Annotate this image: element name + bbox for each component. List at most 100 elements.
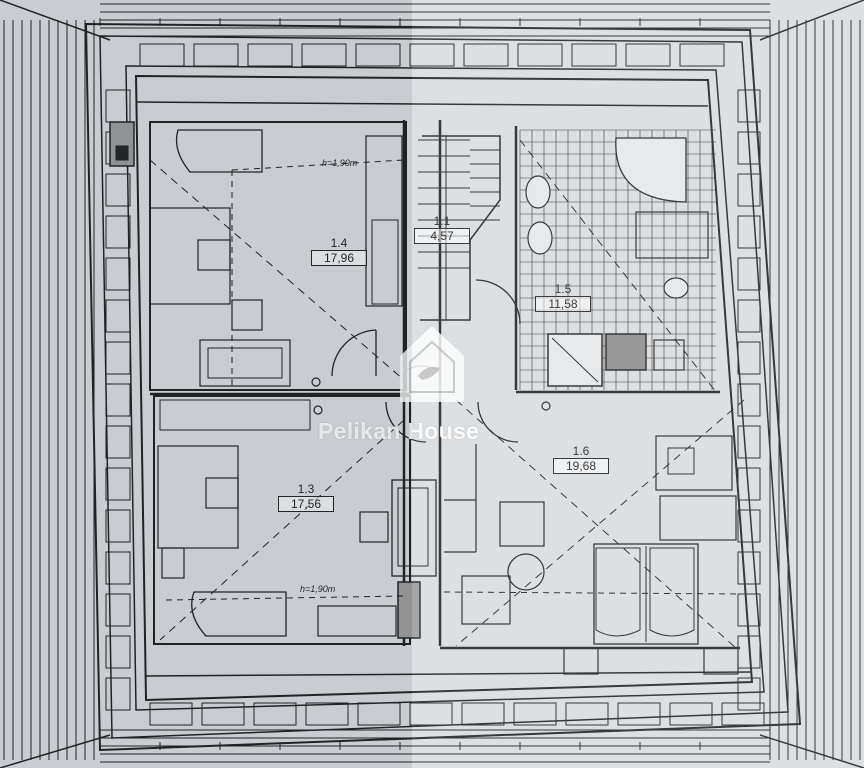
rafter-block	[105, 425, 131, 459]
rafter-block	[201, 702, 245, 726]
rafter-block	[105, 383, 131, 417]
watermark-brand: Pelikan House	[318, 418, 480, 444]
desk-icon	[317, 605, 397, 637]
toilet-icon	[663, 277, 689, 299]
slope-line	[165, 595, 405, 601]
rafter-block	[105, 257, 131, 291]
sink-icon	[527, 221, 553, 255]
bathtub-icon	[175, 129, 263, 173]
room-number: 1.3	[297, 482, 315, 496]
rafter-block	[105, 635, 131, 669]
rafter-block	[737, 89, 761, 123]
rafter-block	[409, 702, 453, 726]
rafter-block	[721, 702, 765, 726]
armchair-icon	[461, 575, 511, 625]
room-area: 19,68	[553, 458, 609, 474]
rafter-block	[737, 341, 761, 375]
ottoman-icon	[359, 511, 389, 543]
nightstand-icon	[563, 647, 599, 675]
sink-icon	[525, 175, 551, 209]
room-1-1-label: 1.1 4,57	[414, 214, 470, 244]
room-area: 17,96	[311, 250, 367, 266]
sofa-seat-icon	[397, 487, 429, 567]
rafter-block	[105, 509, 131, 543]
pillow-icon	[595, 547, 641, 637]
room-1-5-label: 1.5 11,58	[535, 282, 591, 312]
inner-wall	[135, 101, 709, 107]
washer-icon	[653, 339, 685, 371]
sofa-icon	[391, 479, 437, 577]
rafter-block	[737, 257, 761, 291]
ceiling-height-note-top: h=1,90m	[322, 158, 358, 168]
rafter-block	[253, 702, 297, 726]
outer-eave-line	[84, 22, 802, 752]
rafter-block	[105, 467, 131, 501]
outlet-icon	[541, 401, 551, 411]
door-swing-icon	[385, 401, 427, 443]
slope-line	[231, 159, 405, 171]
rafter-block	[305, 702, 349, 726]
rafter-block	[105, 173, 131, 207]
room-area: 17,56	[278, 496, 334, 512]
room-1-3-label: 1.3 17,56	[278, 482, 334, 512]
outer-wall-outer	[99, 35, 789, 739]
shower-drain-line	[551, 337, 599, 383]
corner-bath-icon	[615, 137, 687, 203]
pillow-icon	[197, 239, 231, 271]
roof-corner	[759, 0, 864, 41]
rafter-block	[357, 702, 401, 726]
diagonal-line	[159, 419, 405, 641]
room-1-4-label: 1.4 17,96	[311, 236, 367, 266]
diagonal-line	[455, 399, 745, 647]
rafter-block	[737, 425, 761, 459]
toilet-area-icon	[635, 211, 709, 259]
room-1-3-walls	[153, 395, 411, 645]
outer-wall-inner	[134, 74, 754, 702]
rafter-block	[461, 702, 505, 726]
room-area: 4,57	[414, 228, 470, 244]
room-1-6-label: 1.6 19,68	[553, 444, 609, 474]
outer-wall-band	[125, 65, 765, 711]
rafter-block	[105, 551, 131, 585]
rafter-block	[247, 43, 293, 67]
roof-corner	[0, 734, 111, 768]
rafter-block	[105, 593, 131, 627]
sofa-seat-icon	[207, 347, 283, 379]
rafter-block	[565, 702, 609, 726]
dresser-icon	[655, 435, 733, 491]
room-number: 1.4	[330, 236, 348, 250]
rafter-block	[625, 43, 671, 67]
pillow-icon	[649, 547, 695, 637]
rafter-block	[737, 383, 761, 417]
rafter-block	[737, 467, 761, 501]
rafter-block	[105, 341, 131, 375]
ceiling-height-note-bottom: h=1,90m	[300, 584, 336, 594]
armchair-icon	[499, 501, 545, 547]
rafter-block	[409, 43, 455, 67]
inner-wall	[145, 671, 753, 677]
roof-corner	[759, 734, 864, 768]
outlet-icon	[313, 405, 323, 415]
rafter-block	[737, 215, 761, 249]
chimney-flue	[115, 145, 129, 161]
rafter-block	[737, 131, 761, 165]
rafter-block	[737, 173, 761, 207]
rafter-block	[513, 702, 557, 726]
rafter-block	[463, 43, 509, 67]
rafter-block	[105, 215, 131, 249]
rafter-block	[737, 509, 761, 543]
room-number: 1.5	[554, 282, 572, 296]
rafter-block	[679, 43, 725, 67]
wardrobe-door-icon	[371, 219, 399, 305]
rafter-block	[149, 702, 193, 726]
nightstand-icon	[161, 547, 185, 579]
room-number: 1.6	[572, 444, 590, 458]
rafter-block	[737, 677, 761, 711]
rafter-block	[105, 299, 131, 333]
diagonal-line	[519, 139, 717, 393]
rafter-block	[139, 43, 185, 67]
room-area: 11,58	[535, 296, 591, 312]
dresser-drawer-icon	[667, 447, 695, 475]
